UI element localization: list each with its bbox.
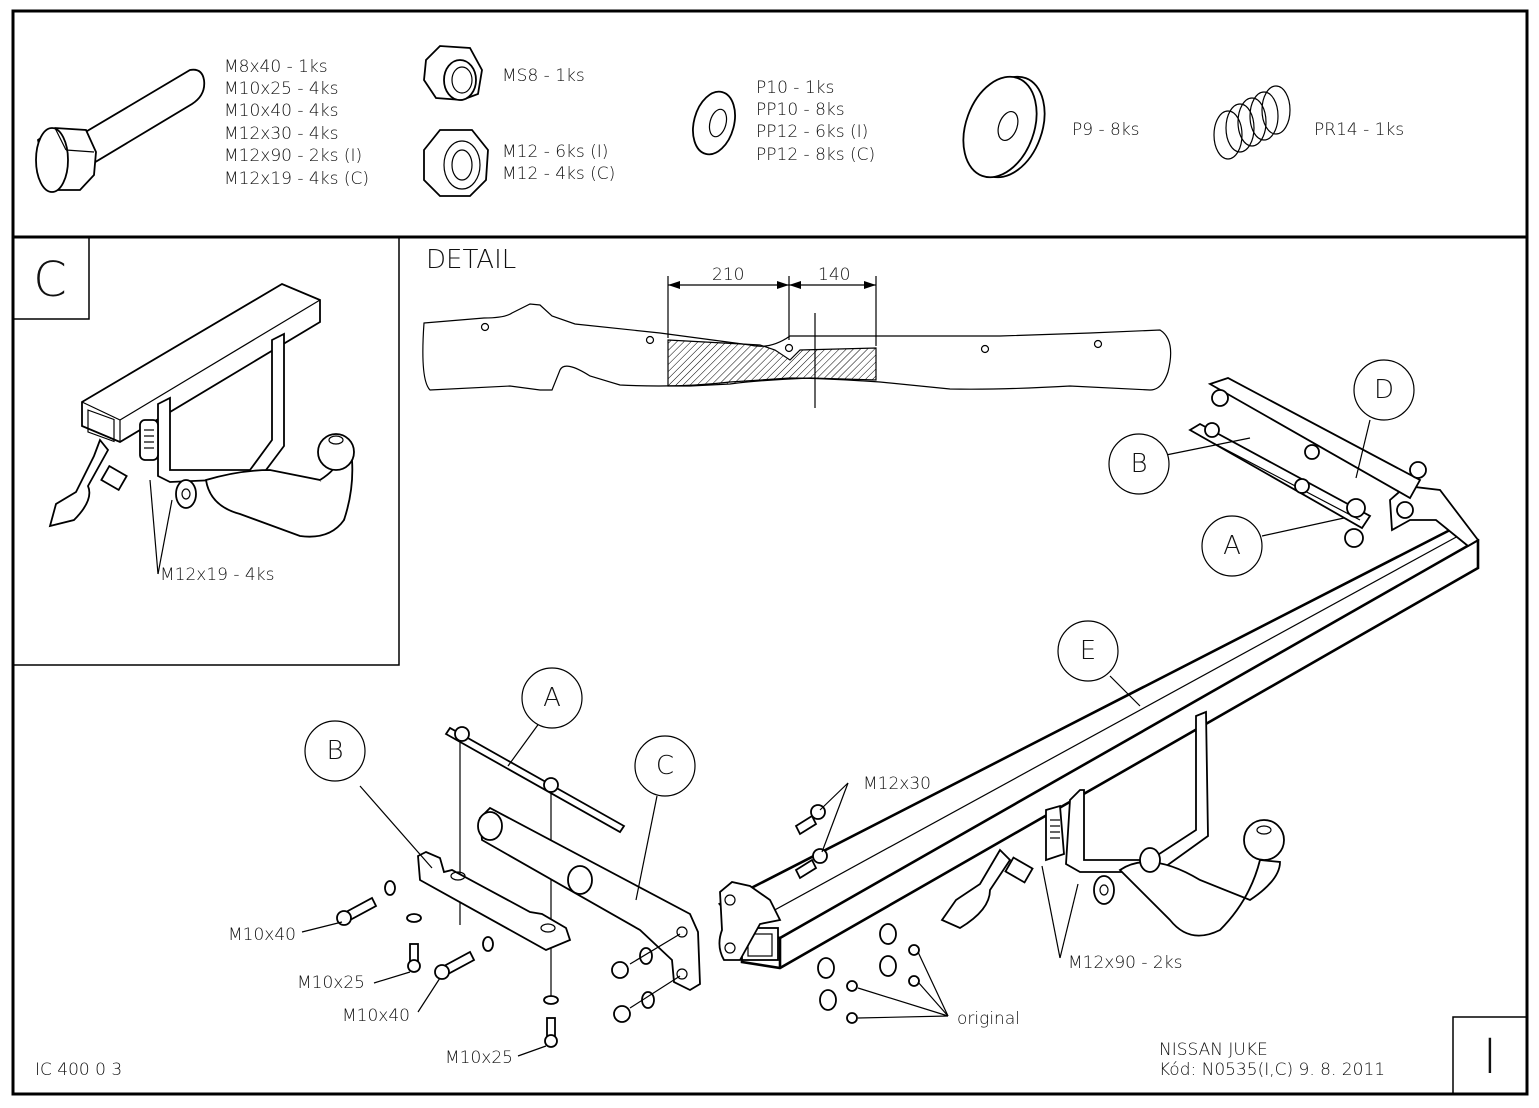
- callout-d: D: [1353, 359, 1415, 421]
- variant-c-bolt-label: M12x19 - 4ks: [160, 565, 274, 585]
- drawing-code: IC 400 0 3: [35, 1060, 122, 1080]
- dimension-140: 140: [818, 265, 850, 285]
- bolt-m10x40-a: [336, 880, 396, 926]
- m12-nut-spec-1: M12 - 6ks (I): [502, 142, 608, 162]
- crossbar-e: [717, 485, 1480, 970]
- svg-text:D: D: [1374, 375, 1394, 405]
- callout-e: E: [1057, 620, 1119, 682]
- svg-text:A: A: [1223, 531, 1241, 561]
- bolt-spec-1: M8x40 - 1ks: [224, 57, 328, 77]
- detail-title: DETAIL: [426, 245, 516, 275]
- bracket-c: [479, 806, 701, 992]
- strap-a: [444, 726, 626, 834]
- callout-c: C: [634, 735, 696, 797]
- callout-b-right: B: [1108, 433, 1170, 495]
- callout-a-left: A: [521, 667, 583, 729]
- variant-c-letter: C: [33, 252, 67, 308]
- washer-spec-1: P10 - 1ks: [756, 78, 834, 98]
- p9-spec: P9 - 8ks: [1072, 120, 1140, 140]
- large-washer-icon: [962, 75, 1046, 179]
- ms8-spec: MS8 - 1ks: [502, 66, 585, 86]
- label-original: original: [957, 1009, 1020, 1029]
- label-m10x40-left: M10x40: [228, 925, 296, 945]
- hatched-cut-area: [667, 339, 877, 387]
- spring-icon: [1213, 85, 1291, 160]
- bolt-spec-6: M12x19 - 4ks (C): [224, 169, 369, 189]
- svg-text:B: B: [326, 736, 343, 766]
- pr14-spec: PR14 - 1ks: [1314, 120, 1404, 140]
- nuts-c: [611, 933, 681, 1023]
- bolt-m10x40-b: [434, 936, 494, 980]
- detail-section: DETAIL 210 140: [422, 245, 1172, 408]
- svg-text:E: E: [1080, 636, 1096, 666]
- washer-spec-4: PP12 - 8ks (C): [756, 145, 875, 165]
- label-m12x90: M12x90 - 2ks: [1068, 953, 1182, 973]
- vehicle-name: NISSAN JUKE: [1159, 1040, 1268, 1060]
- callout-a-right: A: [1201, 515, 1263, 577]
- callout-b-left: B: [304, 720, 366, 782]
- label-m12x30: M12x30: [863, 774, 931, 794]
- towbar-crossbar-detail: [48, 282, 355, 538]
- variant-letter-box: [12, 236, 90, 320]
- bolt-spec-4: M12x30 - 4ks: [224, 124, 338, 144]
- washer-icon: [692, 90, 736, 156]
- dimension-210: 210: [712, 265, 744, 285]
- kod-and-date: Kód: N0535(I,C) 9. 8. 2011: [1159, 1060, 1385, 1080]
- bolt-m10x25-a: [406, 913, 422, 973]
- main-towbar-assembly: A B C B A D E M10x40 M10x25 M10x40: [228, 359, 1480, 1068]
- hex-bolt-icon: [35, 68, 206, 193]
- original-fasteners: [817, 923, 920, 1024]
- svg-text:A: A: [543, 683, 561, 713]
- title-block: IC 400 0 3 NISSAN JUKE Kód: N0535(I,C) 9…: [35, 1016, 1528, 1095]
- washer-spec-3: PP12 - 6ks (I): [756, 122, 868, 142]
- bolt-spec-5: M12x90 - 2ks (I): [224, 146, 362, 166]
- self-locking-nut-icon: [423, 45, 483, 101]
- label-m10x40-center: M10x40: [342, 1006, 410, 1026]
- right-mounting-brackets: [1188, 377, 1427, 548]
- leader-lines: [301, 419, 1371, 1057]
- washer-spec-2: PP10 - 8ks: [756, 100, 845, 120]
- svg-text:B: B: [1130, 449, 1147, 479]
- bolt-spec-3: M10x40 - 4ks: [224, 101, 338, 121]
- bolt-m10x25-b: [543, 995, 559, 1048]
- left-mounting-brackets: [336, 726, 920, 1048]
- label-m10x25-center: M10x25: [445, 1048, 513, 1068]
- variant-i-box: [1452, 1016, 1528, 1095]
- hex-nut-icon: [423, 129, 489, 197]
- bolts-m12x30: [794, 804, 828, 880]
- bracket-b: [417, 851, 572, 951]
- variant-i-letter: I: [1483, 1029, 1497, 1085]
- svg-text:C: C: [656, 751, 674, 781]
- parts-list: M8x40 - 1ks M10x25 - 4ks M10x40 - 4ks M1…: [35, 45, 1404, 197]
- label-m10x25-left: M10x25: [297, 973, 365, 993]
- variant-c-inset: C M12x19 - 4ks: [12, 236, 400, 666]
- bolt-spec-2: M10x25 - 4ks: [224, 79, 338, 99]
- m12-nut-spec-2: M12 - 4ks (C): [502, 164, 615, 184]
